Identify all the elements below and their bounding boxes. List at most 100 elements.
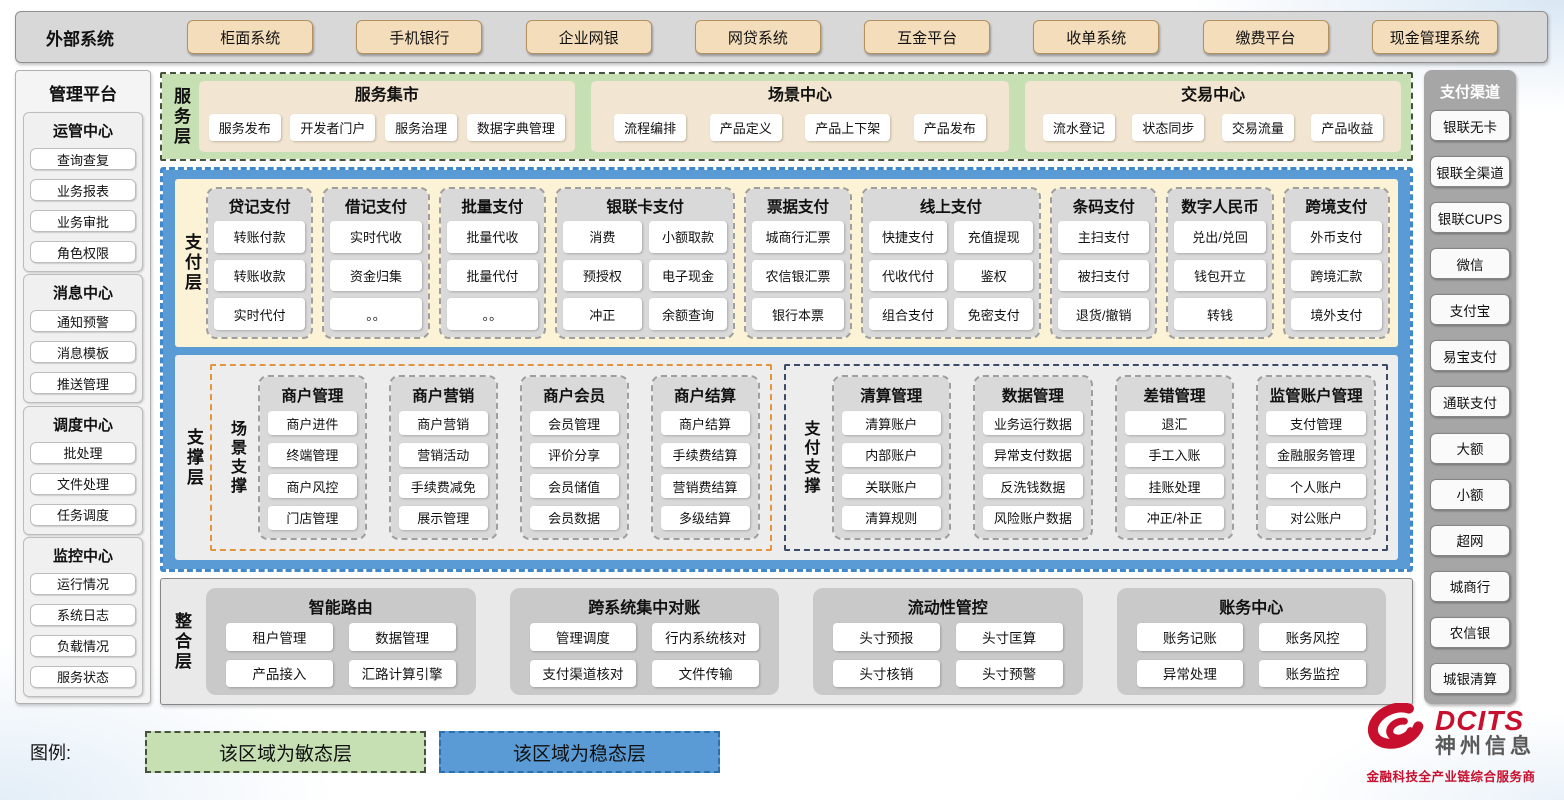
service-item-button: 服务治理 bbox=[385, 113, 458, 141]
legend-agile-box: 该区域为敏态层 bbox=[145, 731, 427, 773]
integration-module-items: 头寸预报头寸匡算头寸核销头寸预警 bbox=[825, 623, 1071, 687]
integration-module-title: 智能路由 bbox=[308, 600, 373, 617]
integration-item-button: 数据管理 bbox=[348, 623, 456, 651]
management-group: 调度中心 批处理文件处理任务调度 bbox=[23, 405, 143, 535]
integration-module-items: 租户管理数据管理产品接入汇路计算引擎 bbox=[218, 623, 464, 687]
support-item-button: 清算账户 bbox=[841, 411, 942, 436]
payment-column-title: 条码支付 bbox=[1072, 199, 1135, 216]
payment-item-button: 免密支付 bbox=[954, 298, 1034, 330]
payment-column-title: 线上支付 bbox=[919, 199, 982, 216]
integration-item-button: 账务记账 bbox=[1136, 623, 1244, 651]
payment-column-title: 跨境支付 bbox=[1305, 199, 1368, 216]
support-column-title: 商户营销 bbox=[412, 388, 475, 405]
payment-item-button: 跨境汇款 bbox=[1290, 259, 1383, 292]
management-item-button: 运行情况 bbox=[30, 572, 136, 595]
support-item-button: 退汇 bbox=[1124, 411, 1225, 436]
payment-item-button: 余额查询 bbox=[648, 298, 728, 330]
payment-item-button: 充值提现 bbox=[954, 221, 1034, 253]
support-item-button: 商户风控 bbox=[268, 474, 357, 499]
service-item-button: 流程编排 bbox=[614, 113, 687, 141]
service-center-title: 服务集市 bbox=[354, 87, 419, 104]
service-item-button: 交易流量 bbox=[1221, 113, 1294, 141]
integration-module: 智能路由 租户管理数据管理产品接入汇路计算引擎 bbox=[206, 588, 476, 695]
support-column-title: 商户会员 bbox=[543, 388, 606, 405]
dcits-brand: DCITS bbox=[1435, 705, 1524, 737]
payment-layer-label: 支付层 bbox=[182, 233, 201, 293]
integration-modules: 智能路由 租户管理数据管理产品接入汇路计算引擎 跨系统集中对账 管理调度行内系统… bbox=[198, 588, 1400, 695]
support-item-button: 挂账处理 bbox=[1124, 474, 1225, 499]
support-column: 清算管理 清算账户内部账户关联账户清算规则 bbox=[831, 375, 952, 540]
payment-item-button: 转账付款 bbox=[214, 221, 306, 253]
payment-columns: 贷记支付 转账付款转账收款实时代付 借记支付 实时代收资金归集。。 批量支付 批… bbox=[206, 187, 1391, 339]
support-item-button: 商户营销 bbox=[398, 411, 488, 436]
support-item-button: 对公账户 bbox=[1266, 505, 1366, 530]
management-item-button: 文件处理 bbox=[30, 472, 136, 495]
payment-channel-button: 农信银 bbox=[1430, 616, 1510, 648]
integration-module-title: 账务中心 bbox=[1219, 600, 1284, 617]
support-column: 商户管理 商户进件终端管理商户风控门店管理 bbox=[258, 375, 367, 540]
management-group-items: 运行情况系统日志负载情况服务状态 bbox=[30, 572, 136, 688]
support-column-items: 清算账户内部账户关联账户清算规则 bbox=[841, 411, 942, 530]
payment-item-button: 转账收款 bbox=[214, 259, 306, 292]
support-column-items: 业务运行数据异常支付数据反洗钱数据风险账户数据 bbox=[983, 411, 1083, 530]
support-column-title: 数据管理 bbox=[1001, 388, 1064, 405]
integration-module: 账务中心 账务记账账务风控异常处理账务监控 bbox=[1116, 588, 1386, 695]
management-platform-title: 管理平台 bbox=[49, 85, 117, 104]
support-item-button: 营销活动 bbox=[398, 442, 488, 467]
payment-channel-button: 小额 bbox=[1430, 478, 1510, 510]
support-layer-label: 支撑层 bbox=[184, 427, 203, 488]
payment-channel-button: 支付宝 bbox=[1430, 294, 1510, 326]
service-center: 场景中心 流程编排产品定义产品上下架产品发布 bbox=[590, 81, 1010, 152]
payment-channel-button: 微信 bbox=[1430, 248, 1510, 280]
payment-column-items: 转账付款转账收款实时代付 bbox=[214, 221, 306, 330]
integration-item-button: 管理调度 bbox=[529, 623, 637, 651]
payment-layer: 支付层 贷记支付 转账付款转账收款实时代付 借记支付 实时代收资金归集。。 批量… bbox=[175, 179, 1398, 347]
service-item-button: 状态同步 bbox=[1132, 113, 1205, 141]
management-item-button: 负载情况 bbox=[30, 634, 136, 657]
support-column: 商户营销 商户营销营销活动手续费减免展示管理 bbox=[388, 375, 498, 540]
management-item-button: 批处理 bbox=[30, 441, 136, 464]
external-system-button: 现金管理系统 bbox=[1371, 20, 1498, 54]
management-platform-panel: 管理平台 运管中心 查询查复业务报表业务审批角色权限 消息中心 通知预警消息模板… bbox=[15, 70, 151, 704]
support-item-button: 异常支付数据 bbox=[983, 442, 1083, 467]
payment-item-button: 兑出/兑回 bbox=[1174, 221, 1266, 253]
management-group-items: 通知预警消息模板推送管理 bbox=[30, 310, 136, 395]
support-item-button: 多级结算 bbox=[660, 505, 750, 530]
integration-item-button: 汇路计算引擎 bbox=[348, 659, 456, 687]
management-group: 消息中心 通知预警消息模板推送管理 bbox=[23, 274, 143, 404]
support-item-button: 个人账户 bbox=[1266, 474, 1366, 499]
external-system-button: 收单系统 bbox=[1033, 20, 1160, 54]
legend-stable-box: 该区域为稳态层 bbox=[439, 731, 721, 773]
payment-channel-button: 城银清算 bbox=[1430, 662, 1510, 694]
support-column-items: 退汇手工入账挂账处理冲正/补正 bbox=[1124, 411, 1225, 530]
payment-column-title: 批量支付 bbox=[461, 199, 524, 216]
support-layer: 支撑层 场景支撑 商户管理 商户进件终端管理商户风控门店管理 商户营销 bbox=[175, 355, 1398, 560]
payment-item-button: 被扫支付 bbox=[1058, 259, 1150, 292]
integration-item-button: 头寸预警 bbox=[955, 659, 1063, 687]
payment-item-button: 批量代收 bbox=[446, 221, 538, 253]
service-item-button: 产品收益 bbox=[1311, 113, 1384, 141]
payment-channel-button: 易宝支付 bbox=[1430, 340, 1510, 372]
support-item-button: 关联账户 bbox=[841, 474, 942, 499]
payment-channel-button: 通联支付 bbox=[1430, 386, 1510, 418]
support-column: 商户结算 商户结算手续费结算营销费结算多级结算 bbox=[650, 375, 760, 540]
support-column-title: 监管账户管理 bbox=[1269, 388, 1363, 405]
stable-zone: 支付层 贷记支付 转账付款转账收款实时代付 借记支付 实时代收资金归集。。 批量… bbox=[160, 167, 1413, 572]
payment-channel-button: 银联全渠道 bbox=[1430, 156, 1510, 188]
service-item-button: 服务发布 bbox=[208, 113, 281, 141]
payment-column-items: 实时代收资金归集。。 bbox=[330, 221, 422, 330]
management-group-title: 监控中心 bbox=[52, 547, 113, 565]
payment-column: 数字人民币 兑出/兑回钱包开立转钱 bbox=[1166, 187, 1274, 339]
support-column-title: 商户管理 bbox=[281, 388, 344, 405]
service-center-items: 流水登记状态同步交易流量产品收益 bbox=[1033, 108, 1393, 146]
support-item-button: 展示管理 bbox=[398, 505, 488, 530]
payment-item-button: 鉴权 bbox=[954, 259, 1034, 292]
integration-module-title: 跨系统集中对账 bbox=[588, 600, 701, 617]
payment-column-items: 城商行汇票农信银汇票银行本票 bbox=[752, 221, 844, 330]
support-column-title: 差错管理 bbox=[1143, 388, 1206, 405]
support-item-button: 手续费结算 bbox=[660, 442, 750, 467]
support-column: 差错管理 退汇手工入账挂账处理冲正/补正 bbox=[1114, 375, 1235, 540]
support-item-button: 手续费减免 bbox=[398, 474, 488, 499]
support-item-button: 清算规则 bbox=[841, 505, 942, 530]
